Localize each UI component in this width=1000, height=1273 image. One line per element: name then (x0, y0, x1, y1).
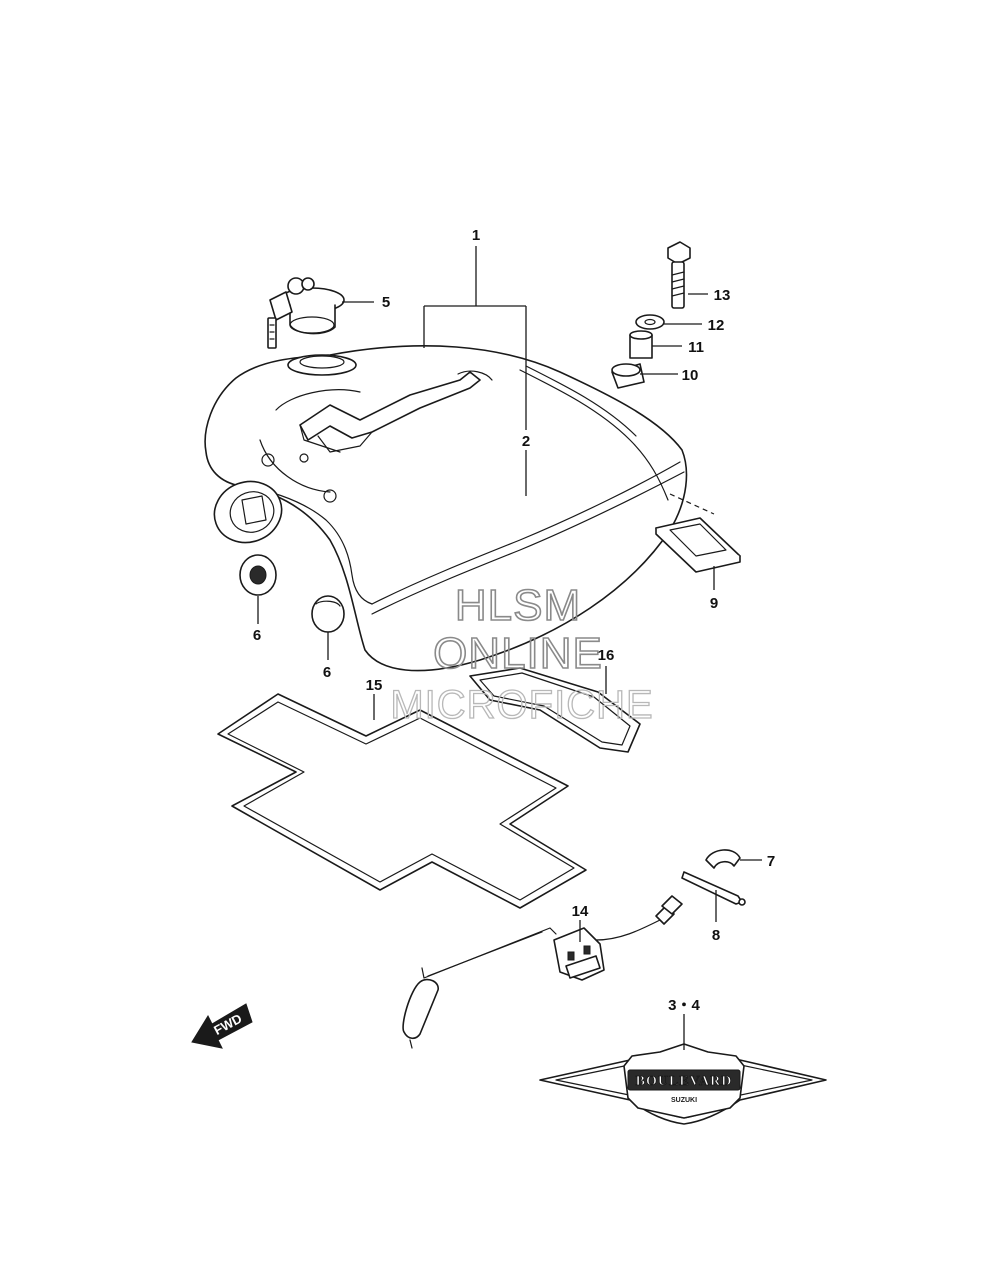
fuel-level-gauge-14 (402, 895, 683, 1049)
callout-15: 15 (366, 677, 383, 694)
callout-13: 13 (714, 287, 731, 304)
plug-6b (311, 595, 345, 633)
watermark: HLSM ONLINE MICROFICHE (390, 580, 654, 727)
clamp-7 (705, 849, 741, 869)
callout-6b: 6 (323, 664, 331, 681)
insulator-15 (217, 693, 587, 909)
boulevard-emblem: BOULEVARD SUZUKI (539, 1043, 827, 1125)
callout-16: 16 (598, 647, 615, 664)
watermark-line3: MICROFICHE (390, 683, 653, 727)
callout-9: 9 (710, 595, 718, 612)
callout-10: 10 (682, 367, 699, 384)
callout-1: 1 (472, 227, 480, 244)
collar-11 (629, 330, 653, 359)
leader-lines (257, 246, 762, 1050)
fuel-cap-assembly (267, 277, 345, 349)
callout-12: 12 (708, 317, 725, 334)
seal-16 (469, 667, 641, 753)
watermark-line2: ONLINE (433, 629, 603, 678)
cushion-9 (655, 493, 741, 573)
callout-5: 5 (382, 294, 390, 311)
callout-8: 8 (712, 927, 720, 944)
callout-11: 11 (688, 339, 704, 356)
callout-labels: 1 2 5 13 12 11 10 9 6 6 16 15 7 8 14 3・4 (253, 227, 775, 1014)
callout-3-4: 3・4 (668, 997, 700, 1014)
washer-12 (635, 314, 665, 330)
callout-2: 2 (522, 433, 530, 450)
emblem-main-text: BOULEVARD (636, 1074, 733, 1089)
forward-direction-arrow: FWD (191, 1003, 253, 1049)
grommet-6a (239, 554, 277, 596)
callout-7: 7 (767, 853, 775, 870)
callout-14: 14 (572, 903, 589, 920)
cable-tie-8 (681, 871, 746, 906)
cushion-10 (611, 363, 645, 389)
watermark-line1: HLSM (455, 581, 581, 630)
fuel-tank (204, 344, 688, 672)
emblem-sub-text: SUZUKI (671, 1097, 697, 1104)
bolt-13 (667, 241, 691, 309)
callout-6a: 6 (253, 627, 261, 644)
